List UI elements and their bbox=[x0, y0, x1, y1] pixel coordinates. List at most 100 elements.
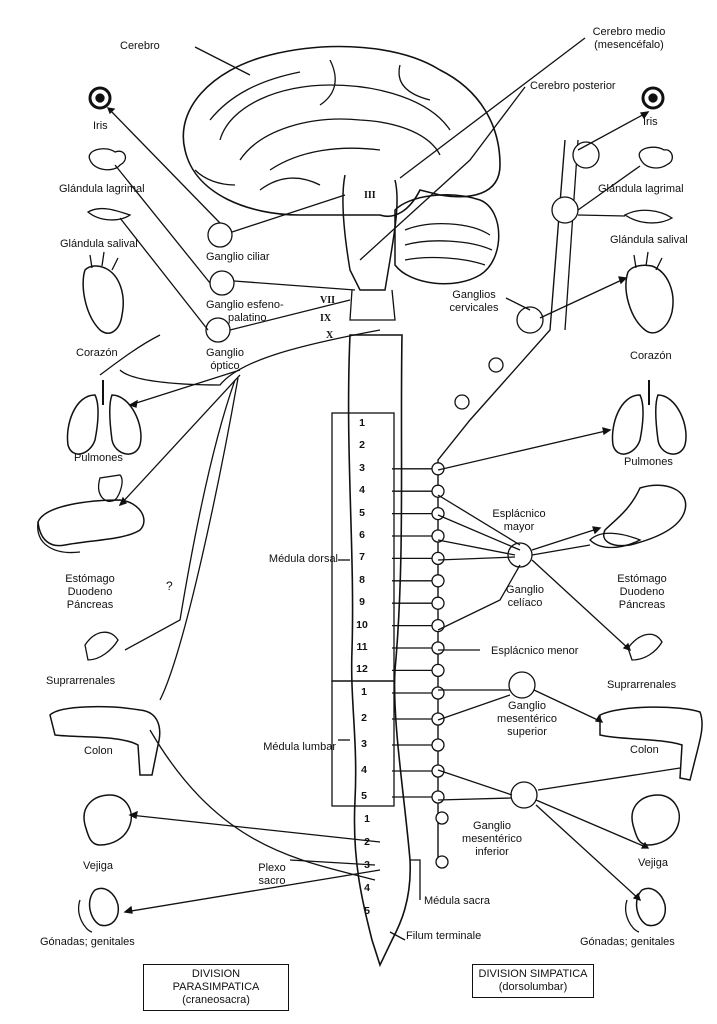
label-estomago-left-line3: Páncreas bbox=[66, 599, 114, 611]
chain-ganglion-lumbar-1 bbox=[431, 686, 445, 700]
label-ganglio-mesenterico-superior: Ganglio mesentérico superior bbox=[491, 700, 563, 739]
label-estomago-right-line1: Estómago bbox=[617, 573, 667, 585]
label-ganglio-esfeno-line1: Ganglio esfeno- bbox=[206, 299, 284, 311]
label-esplacnico-mayor-line2: mayor bbox=[503, 521, 535, 533]
colon-icon bbox=[49, 705, 703, 781]
label-glandula-lagrimal-right: Glándula lagrimal bbox=[598, 183, 684, 195]
chain-ganglion-sacral-1 bbox=[435, 811, 449, 825]
stomach-icon bbox=[37, 474, 687, 554]
label-ganglio-ciliar: Ganglio ciliar bbox=[206, 251, 270, 263]
label-cerebro: Cerebro bbox=[120, 40, 160, 52]
segment-dorsal-12: 12 bbox=[356, 663, 368, 676]
segment-sacral-2: 2 bbox=[364, 836, 370, 848]
label-ganglios-cervicales: Ganglios cervicales bbox=[444, 289, 504, 315]
segment-dorsal-6: 6 bbox=[359, 529, 365, 541]
segment-lumbar-5: 5 bbox=[361, 790, 367, 802]
label-cerebro-medio-line2: (mesencéfalo) bbox=[594, 39, 664, 51]
cranial-nerve-x: X bbox=[326, 330, 334, 341]
label-corazon-left: Corazón bbox=[76, 347, 118, 359]
label-ganglio-optico-line2: óptico bbox=[210, 360, 240, 372]
chain-ganglion-sacral-2 bbox=[435, 855, 449, 869]
cranial-ganglia bbox=[205, 222, 235, 343]
label-gmi-line1: Ganglio bbox=[473, 820, 511, 832]
label-vejiga-right: Vejiga bbox=[638, 857, 668, 869]
label-plexo-sacro: Plexo sacro bbox=[252, 862, 292, 888]
label-colon-left: Colon bbox=[84, 745, 113, 757]
label-ganglio-esfeno-line2: palatino bbox=[228, 312, 267, 324]
segment-dorsal-4: 4 bbox=[359, 484, 365, 497]
label-colon-right: Colon bbox=[630, 744, 659, 756]
label-esplacnico-menor: Esplácnico menor bbox=[491, 645, 579, 657]
label-iris-left: Iris bbox=[93, 120, 108, 132]
label-ganglios-cervicales-line2: cervicales bbox=[449, 302, 499, 314]
label-corazon-right: Corazón bbox=[630, 350, 672, 362]
sympathetic-subtitle: (dorsolumbar) bbox=[498, 981, 568, 993]
label-medula-dorsal: Médula dorsal bbox=[268, 553, 338, 565]
parasympathetic-subtitle: (craneosacra) bbox=[182, 994, 250, 1006]
segment-dorsal-10: 10 bbox=[356, 618, 368, 631]
label-estomago-left-line1: Estómago bbox=[65, 573, 115, 585]
parasympathetic-title: DIVISION PARASIMPATICA bbox=[172, 968, 260, 993]
label-filum-terminale: Filum terminale bbox=[406, 930, 482, 942]
adrenal-icon bbox=[84, 631, 663, 661]
chain-ganglion-dorsal-8 bbox=[431, 574, 445, 588]
segment-lumbar-2: 2 bbox=[361, 712, 367, 724]
label-ganglio-celiaco-line2: celíaco bbox=[507, 597, 543, 609]
label-cerebro-medio-line1: Cerebro medio bbox=[592, 26, 666, 38]
label-glandula-salival-left: Glándula salival bbox=[60, 238, 138, 250]
label-ganglio-mesenterico-inferior: Ganglio mesentérico inferior bbox=[456, 820, 528, 859]
cranial-nerve-ix: IX bbox=[320, 313, 332, 324]
chain-ganglion-lumbar-3 bbox=[431, 738, 445, 752]
brain-illustration bbox=[182, 45, 501, 321]
label-ganglio-celiaco: Ganglio celíaco bbox=[500, 584, 550, 610]
segment-dorsal-9: 9 bbox=[359, 596, 365, 609]
label-gmi-line2: mesentérico bbox=[462, 833, 522, 845]
label-cerebro-medio: Cerebro medio (mesencéfalo) bbox=[588, 26, 670, 52]
label-question-mark: ? bbox=[166, 579, 173, 593]
label-suprarrenales-right: Suprarrenales bbox=[607, 679, 677, 691]
segment-sacral-5: 5 bbox=[364, 905, 370, 917]
label-esplacnico-mayor: Esplácnico mayor bbox=[484, 508, 554, 534]
label-gmi-line3: inferior bbox=[475, 846, 509, 858]
chain-ganglion-dorsal-7 bbox=[431, 551, 445, 566]
heart-icon bbox=[82, 251, 674, 334]
label-plexo-sacro-line1: Plexo bbox=[258, 862, 286, 874]
parasympathetic-division-box: DIVISION PARASIMPATICA (craneosacra) bbox=[143, 964, 289, 1011]
label-ganglio-esfenopalatino: Ganglio esfeno- palatino bbox=[206, 299, 284, 325]
segment-lumbar-1: 1 bbox=[361, 686, 367, 698]
label-gonadas-left: Gónadas; genitales bbox=[40, 936, 135, 948]
chain-ganglion-dorsal-9 bbox=[431, 596, 445, 610]
label-medula-lumbar: Médula lumbar bbox=[263, 741, 336, 753]
label-gms-line1: Ganglio bbox=[508, 700, 546, 712]
parasympathetic-pathways bbox=[99, 107, 381, 914]
label-pointer-lines bbox=[194, 37, 586, 941]
sympathetic-title: DIVISION SIMPATICA bbox=[478, 968, 588, 980]
iris-icon bbox=[88, 86, 665, 110]
gland-icons bbox=[86, 146, 674, 224]
label-estomago-right-line3: Páncreas bbox=[618, 599, 666, 611]
label-pulmones-right: Pulmones bbox=[624, 456, 673, 468]
bladder-icon bbox=[83, 794, 680, 846]
cranial-nerve-vii: VII bbox=[320, 295, 336, 306]
chain-ganglia bbox=[392, 462, 449, 869]
spinal-cord bbox=[347, 334, 411, 968]
segment-lumbar-3: 3 bbox=[361, 738, 367, 750]
label-estomago-left-line2: Duodeno bbox=[67, 586, 113, 598]
label-glandula-salival-right: Glándula salival bbox=[610, 234, 688, 246]
label-gms-line3: superior bbox=[507, 726, 547, 738]
label-gms-line2: mesentérico bbox=[497, 713, 557, 725]
segment-dorsal-11: 11 bbox=[356, 641, 368, 653]
chain-ganglion-lumbar-5 bbox=[431, 790, 445, 804]
sympathetic-division-box: DIVISION SIMPATICA (dorsolumbar) bbox=[472, 964, 594, 998]
lungs-icon bbox=[66, 380, 687, 455]
label-ganglio-celiaco-line1: Ganglio bbox=[506, 584, 544, 596]
sympathetic-pathways bbox=[437, 111, 681, 902]
segment-sacral-3: 3 bbox=[364, 859, 370, 871]
cranial-nerve-iii: III bbox=[364, 190, 376, 201]
segment-dorsal-8: 8 bbox=[359, 573, 365, 586]
label-ganglio-optico-line1: Ganglio bbox=[206, 347, 244, 359]
segment-dorsal-1: 1 bbox=[359, 417, 365, 429]
label-gonadas-right: Gónadas; genitales bbox=[580, 936, 675, 948]
gonad-icon bbox=[78, 887, 667, 933]
